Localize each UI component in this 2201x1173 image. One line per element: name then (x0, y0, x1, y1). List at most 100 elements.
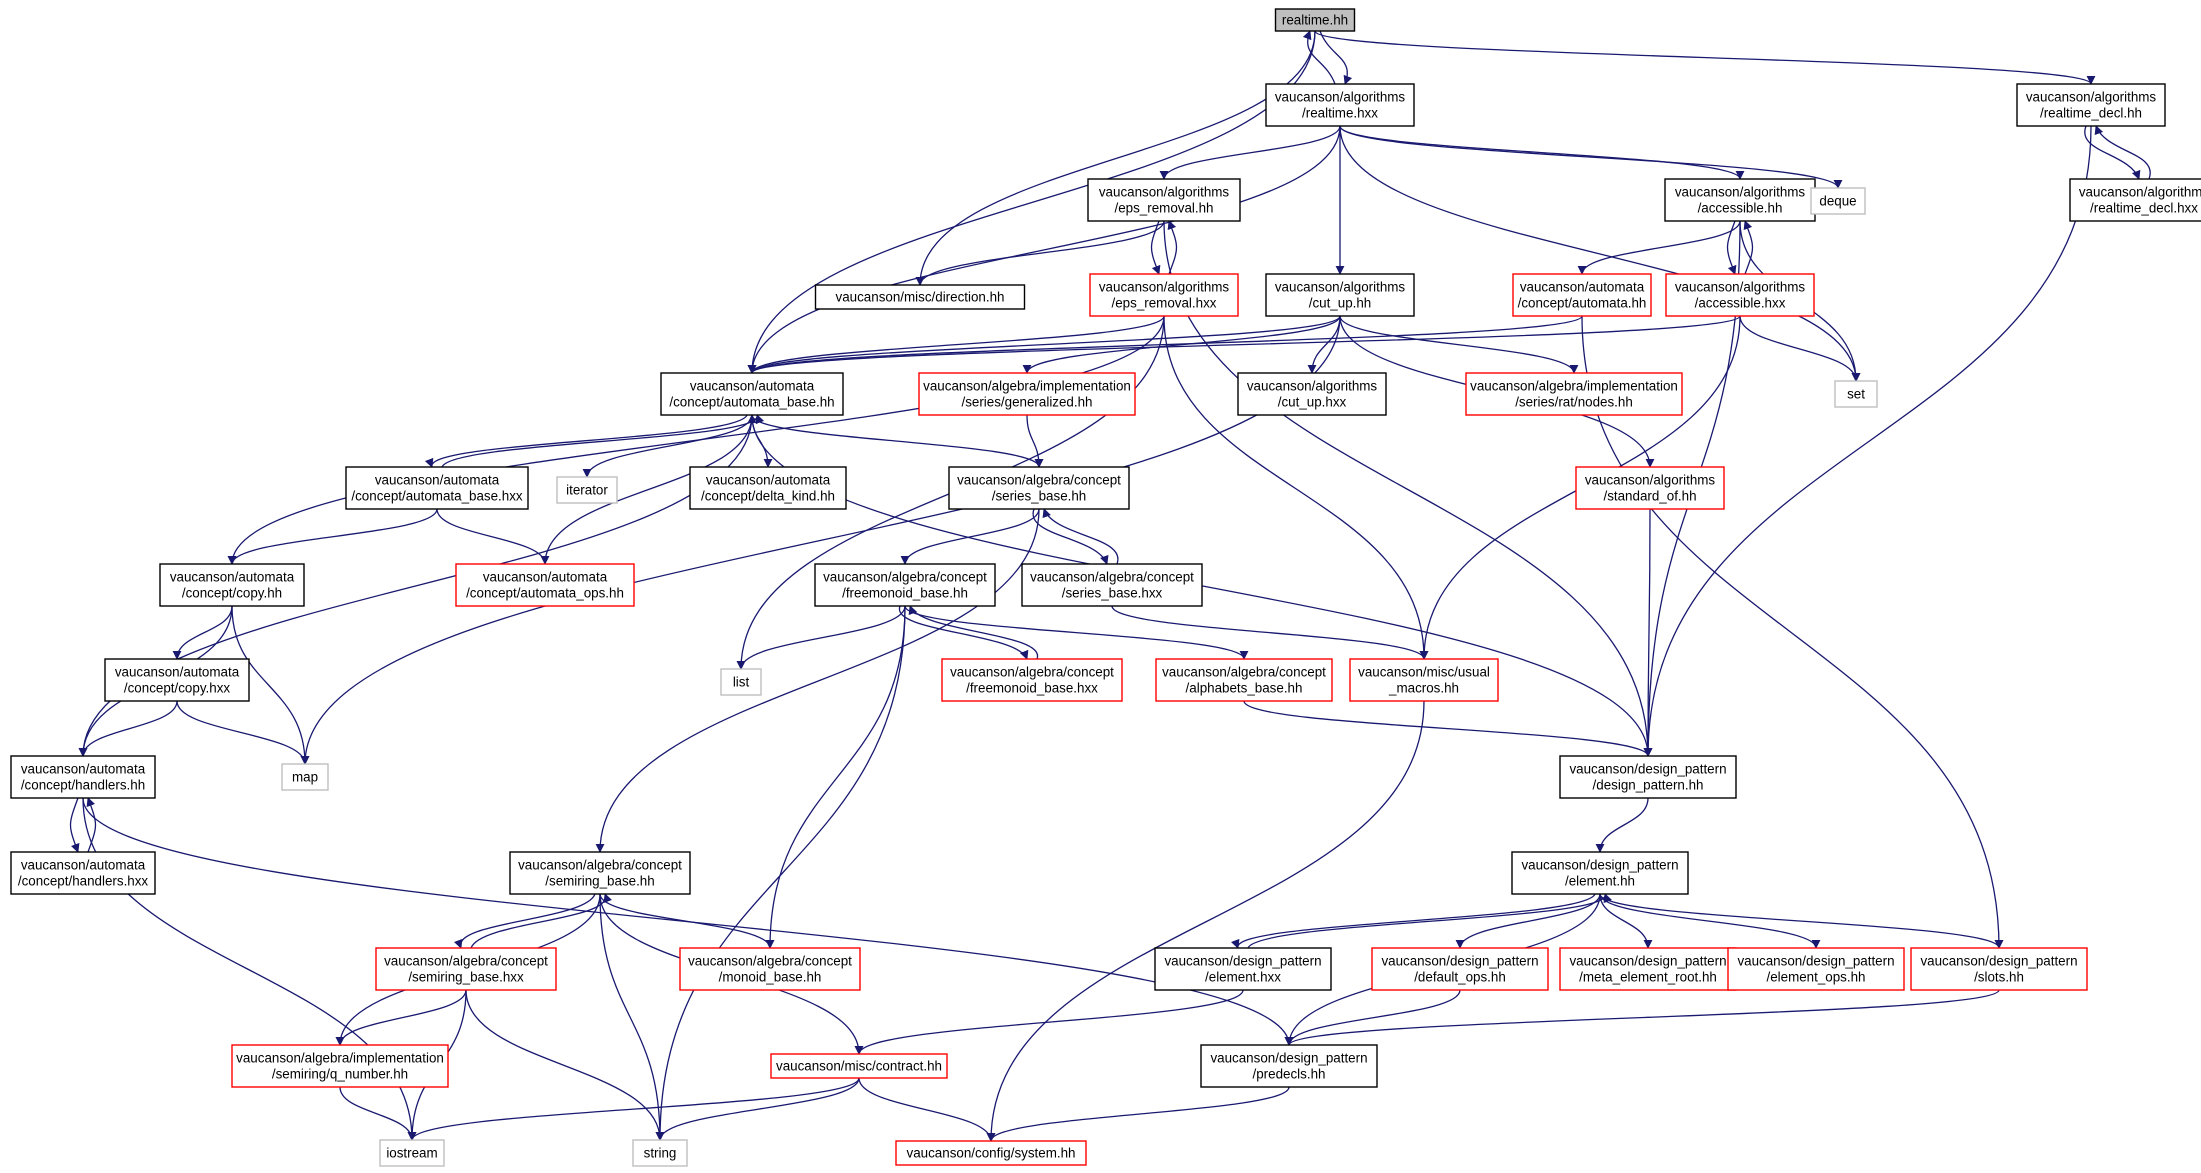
node-label-line: vaucanson/algebra/concept (518, 858, 682, 873)
edge-line (69, 797, 80, 853)
node-alg-realtime-decl-hh[interactable]: vaucanson/algorithms/realtime_decl.hh (2016, 83, 2166, 127)
node-dp-slots[interactable]: vaucanson/design_pattern/slots.hh (1910, 947, 2088, 991)
node-alg-eps-removal-hh[interactable]: vaucanson/algorithms/eps_removal.hh (1087, 178, 1241, 222)
node-alg-realtime-decl-hxx[interactable]: vaucanson/algorithms/realtime_decl.hxx (2069, 178, 2201, 222)
edge-line (1339, 125, 1861, 382)
node-impl-series-generalized[interactable]: vaucanson/algebra/implementation/series/… (918, 372, 1136, 416)
edge-line (544, 414, 757, 565)
edge-line (1159, 125, 1341, 180)
node-box (1511, 851, 1689, 895)
node-label-line: /element.hxx (1205, 970, 1281, 985)
node-box (918, 372, 1136, 416)
node-alg-series-base-hh[interactable]: vaucanson/algebra/concept/series_base.hh (948, 466, 1130, 510)
edge-line (1726, 220, 1737, 275)
node-aut-delta-kind[interactable]: vaucanson/automata/concept/delta_kind.hh (689, 466, 847, 510)
node-label-line: /eps_removal.hxx (1112, 296, 1217, 311)
node-iostream: iostream (379, 1139, 445, 1167)
node-label-line: /meta_element_root.hh (1579, 970, 1717, 985)
node-box (1834, 380, 1878, 408)
node-label-line: /concept/handlers.hh (21, 778, 145, 793)
node-alg-realtime-hxx[interactable]: vaucanson/algorithms/realtime.hxx (1265, 83, 1415, 127)
node-aut-automata-ops[interactable]: vaucanson/automata/concept/automata_ops.… (455, 563, 635, 607)
node-alg-freemonoid-base-hh[interactable]: vaucanson/algebra/concept/freemonoid_bas… (814, 563, 996, 607)
edge-alg_standard_of-to-dp_design_pattern (1643, 508, 1653, 757)
edge-alg_cut_up_hh-to-aut_automata_base_hh (747, 315, 1341, 374)
node-label-line: vaucanson/automata (1520, 280, 1645, 295)
node-box (1089, 273, 1239, 317)
edge-line (747, 315, 1741, 374)
node-dp-default-ops[interactable]: vaucanson/design_pattern/default_ops.hh (1371, 947, 1549, 991)
node-label-line: /accessible.hxx (1695, 296, 1786, 311)
node-alg-cut-up-hh[interactable]: vaucanson/algorithms/cut_up.hh (1265, 273, 1415, 317)
node-aut-concept-automata[interactable]: vaucanson/automata/concept/automata.hh (1512, 273, 1652, 317)
node-box (379, 1139, 445, 1167)
edge-line (655, 1077, 860, 1141)
node-label-line: vaucanson/algorithms (1275, 280, 1406, 295)
node-label-line: /semiring_base.hxx (408, 970, 524, 985)
node-alg-accessible-hxx[interactable]: vaucanson/algorithms/accessible.hxx (1665, 273, 1815, 317)
node-dp-element-ops[interactable]: vaucanson/design_pattern/element_ops.hh (1727, 947, 1905, 991)
edge-line (765, 605, 906, 949)
node-alg-cut-up-hxx[interactable]: vaucanson/algorithms/cut_up.hxx (1237, 372, 1387, 416)
node-alg-standard-of[interactable]: vaucanson/algorithms/standard_of.hh (1575, 466, 1725, 510)
edge-alg_eps_removal_hxx-to-misc_usual_macros (1163, 315, 1429, 660)
node-dp-element-hh[interactable]: vaucanson/design_pattern/element.hh (1511, 851, 1689, 895)
edge-dp_element_hh-to-dp_element_ops (1599, 893, 1821, 949)
node-alg-series-base-hxx[interactable]: vaucanson/algebra/concept/series_base.hx… (1021, 563, 1203, 607)
node-label-line: vaucanson/design_pattern (1164, 954, 1321, 969)
node-dp-element-hxx[interactable]: vaucanson/design_pattern/element.hxx (1154, 947, 1332, 991)
node-alg-accessible-hh[interactable]: vaucanson/algorithms/accessible.hh (1664, 178, 1816, 222)
node-box (1349, 658, 1499, 702)
node-label-line: vaucanson/misc/usual (1358, 665, 1490, 680)
edge-line (915, 30, 1316, 286)
node-label-line: string (644, 1146, 677, 1161)
edge-alg_accessible_hh-to-aut_concept_automata (1577, 220, 1741, 275)
edge-alg_series_base_hxx-to-alg_series_base_hh (1042, 508, 1119, 565)
edge-line (599, 893, 775, 949)
node-alg-eps-removal-hxx[interactable]: vaucanson/algorithms/eps_removal.hxx (1089, 273, 1239, 317)
node-misc-direction[interactable]: vaucanson/misc/direction.hh (814, 284, 1026, 310)
node-alg-alphabets-base[interactable]: vaucanson/algebra/concept/alphabets_base… (1155, 658, 1333, 702)
node-alg-semiring-base-hxx[interactable]: vaucanson/algebra/concept/semiring_base.… (375, 947, 557, 991)
edge-dp_design_pattern-to-dp_element_hh (1595, 797, 1649, 853)
edge-alg_series_base_hxx-to-misc_usual_macros (1111, 605, 1429, 660)
node-aut-automata-base-hh[interactable]: vaucanson/automata/concept/automata_base… (660, 372, 844, 416)
node-aut-copy-hxx[interactable]: vaucanson/automata/concept/copy.hxx (104, 658, 250, 702)
edge-line (172, 605, 233, 660)
edge-alg_accessible_hxx-to-set (1739, 315, 1861, 382)
node-box (281, 763, 329, 791)
edge-line (1743, 220, 1754, 275)
edge-alg_realtime_hxx-to-alg_accessible_hh (1339, 125, 1745, 180)
node-misc-contract[interactable]: vaucanson/misc/contract.hh (770, 1053, 948, 1079)
node-box (720, 668, 762, 696)
edge-line (582, 414, 753, 478)
node-impl-series-rat-nodes[interactable]: vaucanson/algebra/implementation/series/… (1465, 372, 1683, 416)
edge-line (915, 220, 1165, 286)
node-alg-freemonoid-base-hxx[interactable]: vaucanson/algebra/concept/freemonoid_bas… (941, 658, 1123, 702)
node-dp-design-pattern[interactable]: vaucanson/design_pattern/design_pattern.… (1559, 755, 1737, 799)
edge-line (227, 508, 438, 565)
node-aut-copy-hh[interactable]: vaucanson/automata/concept/copy.hh (159, 563, 305, 607)
node-aut-handlers-hh[interactable]: vaucanson/automata/concept/handlers.hh (10, 755, 156, 799)
node-label-line: /concept/copy.hxx (124, 681, 230, 696)
node-label-line: /slots.hh (1974, 970, 2024, 985)
node-aut-handlers-hxx[interactable]: vaucanson/automata/concept/handlers.hxx (10, 851, 156, 895)
node-box (948, 466, 1130, 510)
node-box (1665, 273, 1815, 317)
node-dp-meta-element-root[interactable]: vaucanson/design_pattern/meta_element_ro… (1559, 947, 1737, 991)
edge-line (1339, 315, 1579, 374)
node-label-line: realtime.hh (1282, 13, 1348, 28)
node-root[interactable]: realtime.hh (1274, 8, 1356, 32)
node-alg-monoid-base[interactable]: vaucanson/algebra/concept/monoid_base.hh (679, 947, 861, 991)
edge-line (335, 989, 467, 1046)
edge-line (1739, 315, 1861, 382)
node-impl-q-number[interactable]: vaucanson/algebra/implementation/semirin… (231, 1044, 449, 1088)
node-alg-semiring-base-hh[interactable]: vaucanson/algebra/concept/semiring_base.… (509, 851, 691, 895)
node-label-line: /concept/delta_kind.hh (701, 489, 835, 504)
node-aut-automata-base-hxx[interactable]: vaucanson/automata/concept/automata_base… (345, 466, 529, 510)
edge-alg_semiring_base_hh-to-alg_monoid_base (599, 893, 775, 949)
node-misc-usual-macros[interactable]: vaucanson/misc/usual_macros.hh (1349, 658, 1499, 702)
edge-line (1163, 220, 1653, 757)
node-dp-predecls[interactable]: vaucanson/design_pattern/predecls.hh (1200, 1044, 1378, 1088)
node-config-system[interactable]: vaucanson/config/system.hh (895, 1140, 1087, 1166)
